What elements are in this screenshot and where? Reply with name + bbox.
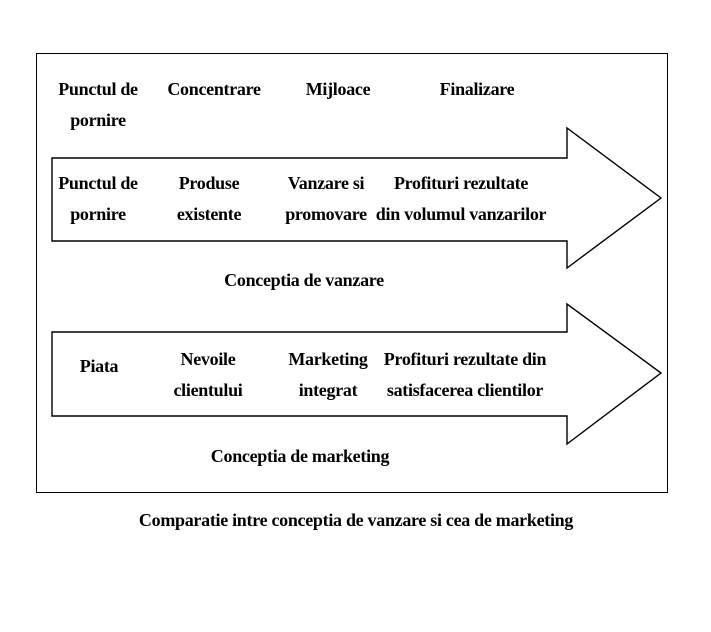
sales-cell-starting-point: Punctul de pornire xyxy=(58,173,138,224)
figure-caption: Comparatie intre conceptia de vanzare si… xyxy=(138,510,574,530)
header-means: Mijloace xyxy=(305,79,371,99)
header-focus: Concentrare xyxy=(167,79,261,99)
marketing-cell-starting-point: Piata xyxy=(79,356,119,376)
sales-concept-caption: Conceptia de vanzare xyxy=(224,270,384,290)
sales-cell-focus: Produse existente xyxy=(176,173,242,224)
sales-cell-ends: Profituri rezultate din volumul vanzaril… xyxy=(375,173,547,224)
header-starting-point: Punctul de pornire xyxy=(58,79,138,130)
marketing-cell-ends: Profituri rezultate din satisfacerea cli… xyxy=(383,349,547,400)
header-ends: Finalizare xyxy=(439,79,515,99)
marketing-cell-means: Marketing integrat xyxy=(288,349,368,400)
sales-cell-means: Vanzare si promovare xyxy=(285,173,367,224)
marketing-cell-focus: Nevoile clientului xyxy=(173,349,243,400)
marketing-concept-caption: Conceptia de marketing xyxy=(210,446,390,466)
